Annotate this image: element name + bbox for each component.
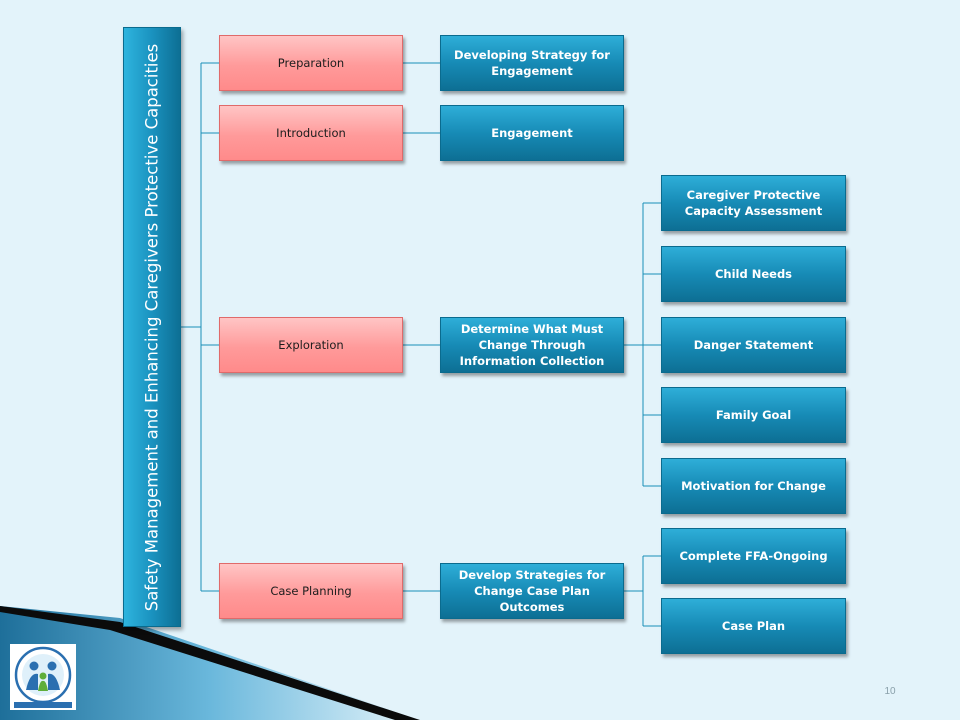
figure-body-center <box>38 680 48 691</box>
detail-danger-statement: Danger Statement <box>661 317 846 373</box>
figure-head-center <box>39 672 47 680</box>
detail-case-plan: Case Plan <box>661 598 846 654</box>
page-number: 10 <box>884 686 896 697</box>
figure-head-left <box>29 661 39 671</box>
stage-case-planning: Case Planning <box>219 563 403 619</box>
detail-protective-capacity-assessment: Caregiver Protective Capacity Assessment <box>661 175 846 231</box>
figure-head-right <box>47 661 57 671</box>
stage-preparation: Preparation <box>219 35 403 91</box>
root-node-label: Safety Management and Enhancing Caregive… <box>142 43 162 611</box>
detail-motivation-for-change: Motivation for Change <box>661 458 846 514</box>
detail-child-needs: Child Needs <box>661 246 846 302</box>
activity-developing-strategy: Developing Strategy for Engagement <box>440 35 624 91</box>
figure-body-right <box>48 673 60 690</box>
corner-black-stroke <box>0 606 420 720</box>
activity-develop-strategies: Develop Strategies for Change Case Plan … <box>440 563 624 619</box>
detail-complete-ffa-ongoing: Complete FFA-Ongoing <box>661 528 846 584</box>
stage-exploration: Exploration <box>219 317 403 373</box>
stage-introduction: Introduction <box>219 105 403 161</box>
activity-engagement: Engagement <box>440 105 624 161</box>
figure-body-left <box>26 673 38 690</box>
activity-determine-change: Determine What Must Change Through Infor… <box>440 317 624 373</box>
detail-family-goal: Family Goal <box>661 387 846 443</box>
department-logo <box>10 644 76 710</box>
root-node: Safety Management and Enhancing Caregive… <box>123 27 181 627</box>
